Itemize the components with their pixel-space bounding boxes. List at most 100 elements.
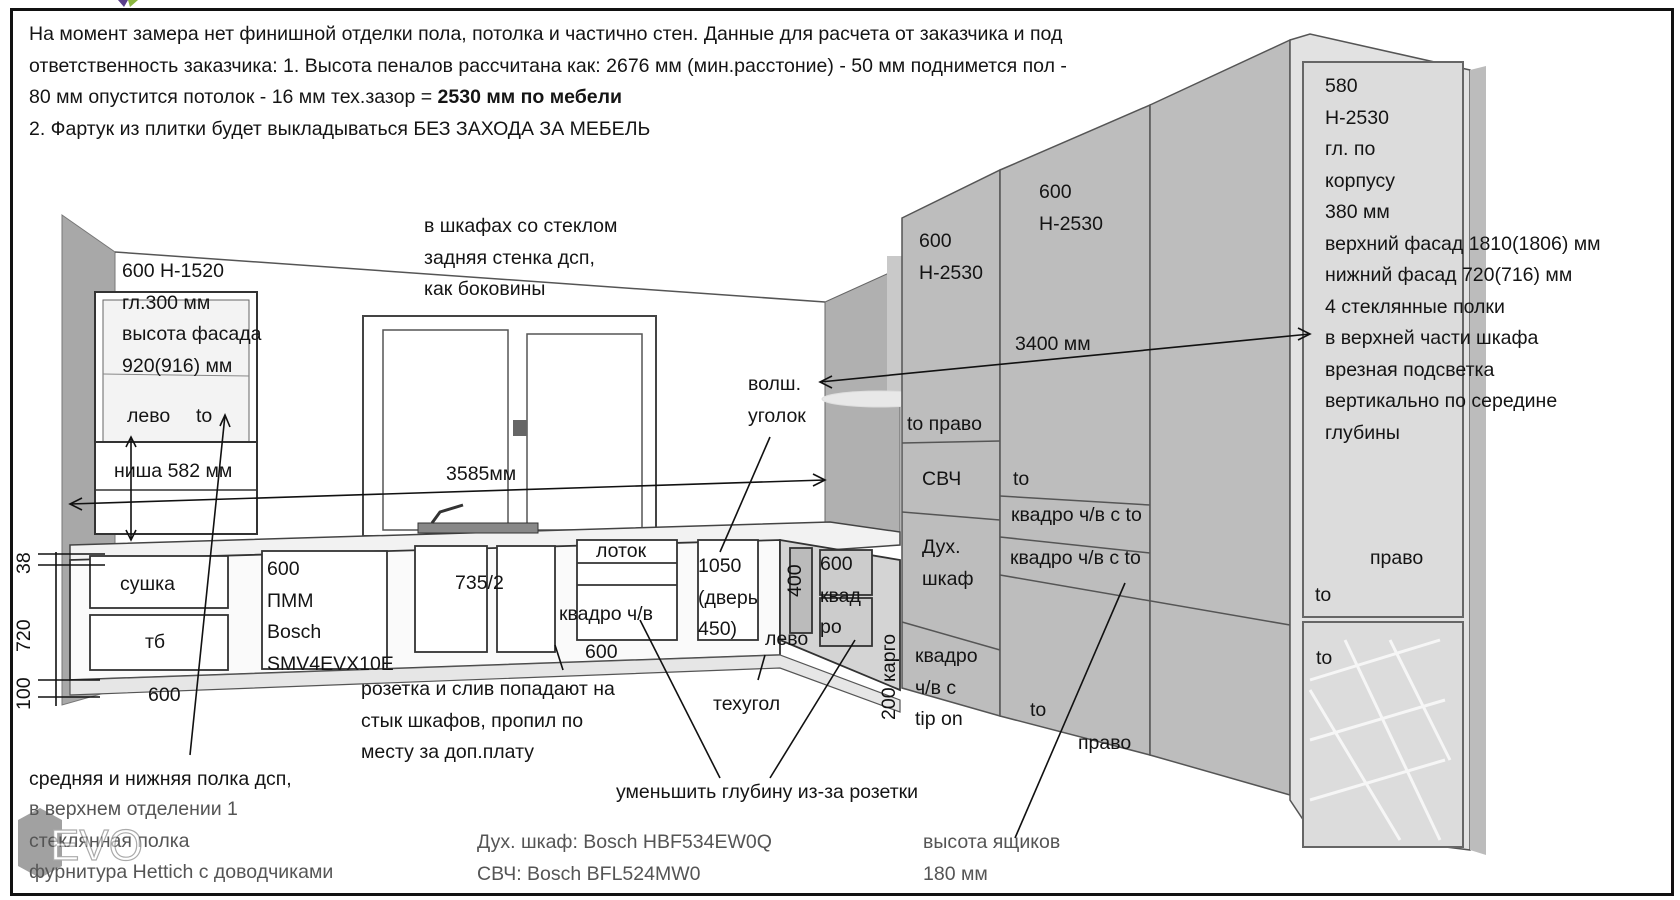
glass-cab-right: право [1370, 547, 1424, 569]
label-line: Н-2530 [1039, 212, 1103, 235]
header-line-4: 2. Фартук из плитки будет выкладываться … [29, 117, 651, 140]
label-line: SMV4EVX10E [267, 652, 394, 675]
sink-label: 735/2 [455, 572, 504, 594]
label-line: корпусу [1325, 169, 1396, 192]
dim-720: 720 [13, 619, 35, 652]
tb-label: тб [145, 631, 166, 653]
label-line: Bosch [267, 621, 322, 643]
label-line: в верхнем отделении 1 [29, 798, 238, 820]
logo-hexagon [18, 808, 62, 878]
socket-note: розетка и слив попадают на стык шкафов, … [361, 674, 615, 769]
label-line: квадро [915, 645, 978, 667]
glass-cab-to-1: to [1315, 584, 1332, 606]
label-line: высота ящиков [923, 831, 1061, 853]
col1-top-door: to право [907, 413, 982, 435]
footer-appliances: Дух. шкаф: Bosch HBF534EW0Q СВЧ: Bosch B… [477, 827, 772, 890]
label-line: Н-2530 [919, 261, 983, 284]
header-line-3-text: 80 мм опустится потолок - 16 мм тех.зазо… [29, 86, 438, 108]
tall-cabinets [901, 38, 1291, 796]
ceiling-edge [114, 251, 826, 303]
corner-left-label: лево [765, 628, 809, 650]
label-line: высота фасада [122, 323, 262, 345]
label-line: месту за доп.плату [361, 741, 534, 763]
footer-shelves-line-1: средняя и нижняя полка дсп, [29, 768, 292, 790]
dimension-lines [38, 327, 1312, 839]
label-line: верхний фасад 1810(1806) мм [1325, 232, 1601, 255]
drawer-row-1: квадро ч/в с to [1011, 504, 1142, 526]
microwave-label: СВЧ [922, 468, 962, 490]
base-600-left: 600 [148, 684, 181, 706]
label-line: гл. по [1325, 138, 1376, 160]
tech-corner-label: техугол [713, 693, 781, 715]
hood [887, 256, 905, 396]
drawer-600-label: 600 [585, 641, 618, 663]
label-line: 580 [1325, 75, 1358, 97]
logo-mark-top [118, 0, 138, 7]
faucet [430, 503, 464, 524]
label-line: в верхней части шкафа [1325, 327, 1539, 349]
wall-cabinet-label: 600 Н-1520 гл.300 мм высота фасада 920(9… [122, 256, 261, 382]
glass-cabinet-label: 580 Н-2530 гл. по корпусу 380 мм верхний… [1325, 71, 1601, 449]
base-cabinets [69, 538, 901, 692]
label-line: как боковины [424, 278, 546, 300]
niche-label: ниша 582 мм [114, 460, 233, 482]
dim-100: 100 [13, 677, 35, 710]
header-note: На момент замера нет финишной отделки по… [29, 19, 1067, 145]
label-line: 1050 [698, 555, 742, 577]
sink [417, 522, 539, 534]
label-line: Н-2530 [1325, 106, 1389, 129]
col2-to: to [1013, 468, 1030, 490]
label-line: 180 мм [923, 862, 988, 885]
wall-length-label: 3585мм [446, 463, 517, 485]
label-line: стеклянная полка [29, 829, 190, 852]
label-line: в шкафах со стеклом [424, 215, 618, 237]
label-line: стык шкафов, пропил по [361, 709, 584, 732]
cargo-label: 200 карго [878, 633, 900, 720]
glass-tall-cabinet [1289, 33, 1486, 855]
label-line: шкаф [922, 567, 974, 590]
label-line: ч/в с [915, 676, 957, 699]
label-line: СВЧ: Bosch BFL524MW0 [477, 862, 701, 885]
wall-cab-to: to [196, 405, 213, 427]
label-line: 4 стеклянные полки [1325, 295, 1505, 318]
label-line: 600 Н-1520 [122, 260, 224, 282]
label-line: 600 [919, 230, 952, 252]
header-line-3: 80 мм опустится потолок - 16 мм тех.зазо… [29, 82, 1067, 114]
window [362, 315, 657, 537]
label-line: ро [820, 616, 842, 638]
header-line-2: ответственность заказчика: 1. Высота пен… [29, 54, 1067, 77]
dim-38: 38 [13, 552, 35, 574]
header-line-1: На момент замера нет финишной отделки по… [29, 23, 1063, 45]
magic-corner-label: волш. уголок [748, 369, 806, 432]
glass-cab-to-2: to [1316, 647, 1333, 669]
label-line: квад [820, 584, 861, 607]
col1-bottom-label: квадро ч/в с tip on [915, 641, 978, 736]
col1-label: 600 Н-2530 [919, 226, 983, 289]
label-line: tip on [915, 708, 963, 730]
label-line: фурнитура Hettich с доводчиками [29, 861, 334, 883]
label-line: 600 [820, 553, 853, 575]
col2-bottom-right: право [1078, 732, 1132, 754]
tray-label: лоток [596, 540, 647, 562]
plinth [69, 654, 901, 713]
oven-label: Дух. шкаф [922, 532, 974, 595]
col2-bottom-to: to [1030, 699, 1047, 721]
label-line: врезная подсветка [1325, 358, 1495, 381]
label-line: нижний фасад 720(716) мм [1325, 264, 1573, 286]
label-line: гл.300 мм [122, 291, 211, 314]
label-line: розетка и слив попадают на [361, 678, 615, 700]
quadro-drawer-label: квадро ч/в [559, 603, 653, 625]
corner-cabinet-label: 1050 (дверь 450) [698, 551, 758, 646]
reduce-depth-note: уменьшить глубину из-за розетки [616, 781, 919, 803]
label-line: 380 мм [1325, 201, 1390, 223]
label-line: 450) [698, 618, 738, 640]
header-line-3-bold: 2530 мм по мебели [437, 86, 622, 108]
label-line: уголок [748, 404, 806, 427]
quad-600-label: 600 квад ро [820, 549, 861, 644]
label-line: 920(916) мм [122, 354, 233, 377]
label-line: (дверь [698, 586, 758, 609]
dim-400: 400 [784, 564, 806, 597]
label-line: вертикально по середине [1325, 390, 1558, 412]
label-line: ПММ [267, 589, 314, 612]
